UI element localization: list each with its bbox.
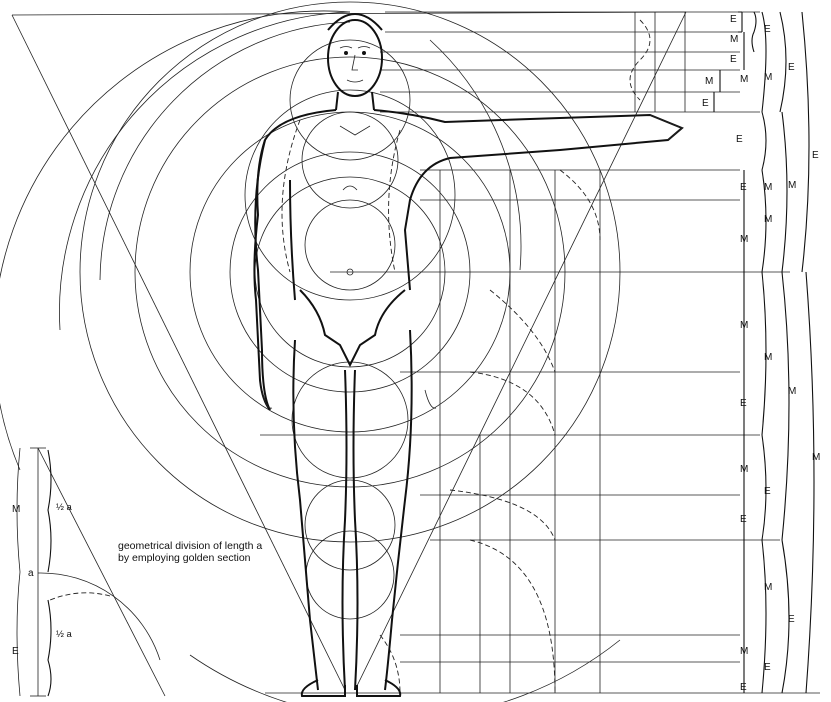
left-leg-inner [341,369,348,691]
construction-circles [0,1,621,702]
golden-section-inset: M E a ½ a ½ a [12,447,166,697]
label-e: E [740,398,747,409]
right-foot [356,679,402,697]
label-e: E [740,682,747,693]
label-e: E [702,98,709,109]
label-m: M [764,582,772,593]
pelvis [299,289,406,368]
hair [327,13,383,31]
label-e: E [740,182,747,193]
label-e: E [740,514,747,525]
inset-label-e: E [12,646,19,657]
left-torso-outline [253,109,337,411]
inset-label-half-a-lower: ½ a [56,629,73,640]
label-m: M [740,234,748,245]
human-figure [253,13,684,697]
vertical-guides [439,12,686,693]
inset-label-m: M [12,504,20,515]
label-e: E [788,62,795,73]
right-hand [649,114,683,141]
label-m: M [764,352,772,363]
inset-label-a: a [28,568,34,579]
label-e: E [730,54,737,65]
proportion-braces [713,11,815,694]
navel [346,268,354,276]
label-m: M [740,646,748,657]
inset-label-half-a: ½ a [56,502,73,513]
label-m: M [764,72,772,83]
left-leg-outer [292,339,319,691]
label-e: E [764,662,771,673]
label-m: M [788,386,796,397]
left-foot [300,679,346,697]
scale-labels: E M E M E M E M E E E M M M M E M E M M … [702,14,820,693]
pelvis-circle [291,361,409,479]
triangle-lines [11,11,820,694]
label-e: E [764,486,771,497]
head-circle [289,39,411,161]
label-e: E [812,150,819,161]
label-m: M [788,180,796,191]
right-leg-outer [384,329,413,691]
label-m: M [764,214,772,225]
right-arm-torso-outline [373,109,684,291]
label-m: M [740,464,748,475]
label-m: M [764,182,772,193]
label-e: E [736,134,743,145]
label-e: E [764,24,771,35]
label-e: E [730,14,737,25]
label-m: M [705,76,713,87]
label-m: M [730,34,738,45]
label-m: M [812,452,820,463]
label-e: E [788,614,795,625]
head [327,19,383,97]
horizontal-guides [260,11,790,663]
label-m: M [740,74,748,85]
right-leg-inner [352,369,359,691]
label-m: M [740,320,748,331]
dashed-arcs [281,19,651,694]
inset-caption: geometrical division of length a by empl… [118,540,263,564]
